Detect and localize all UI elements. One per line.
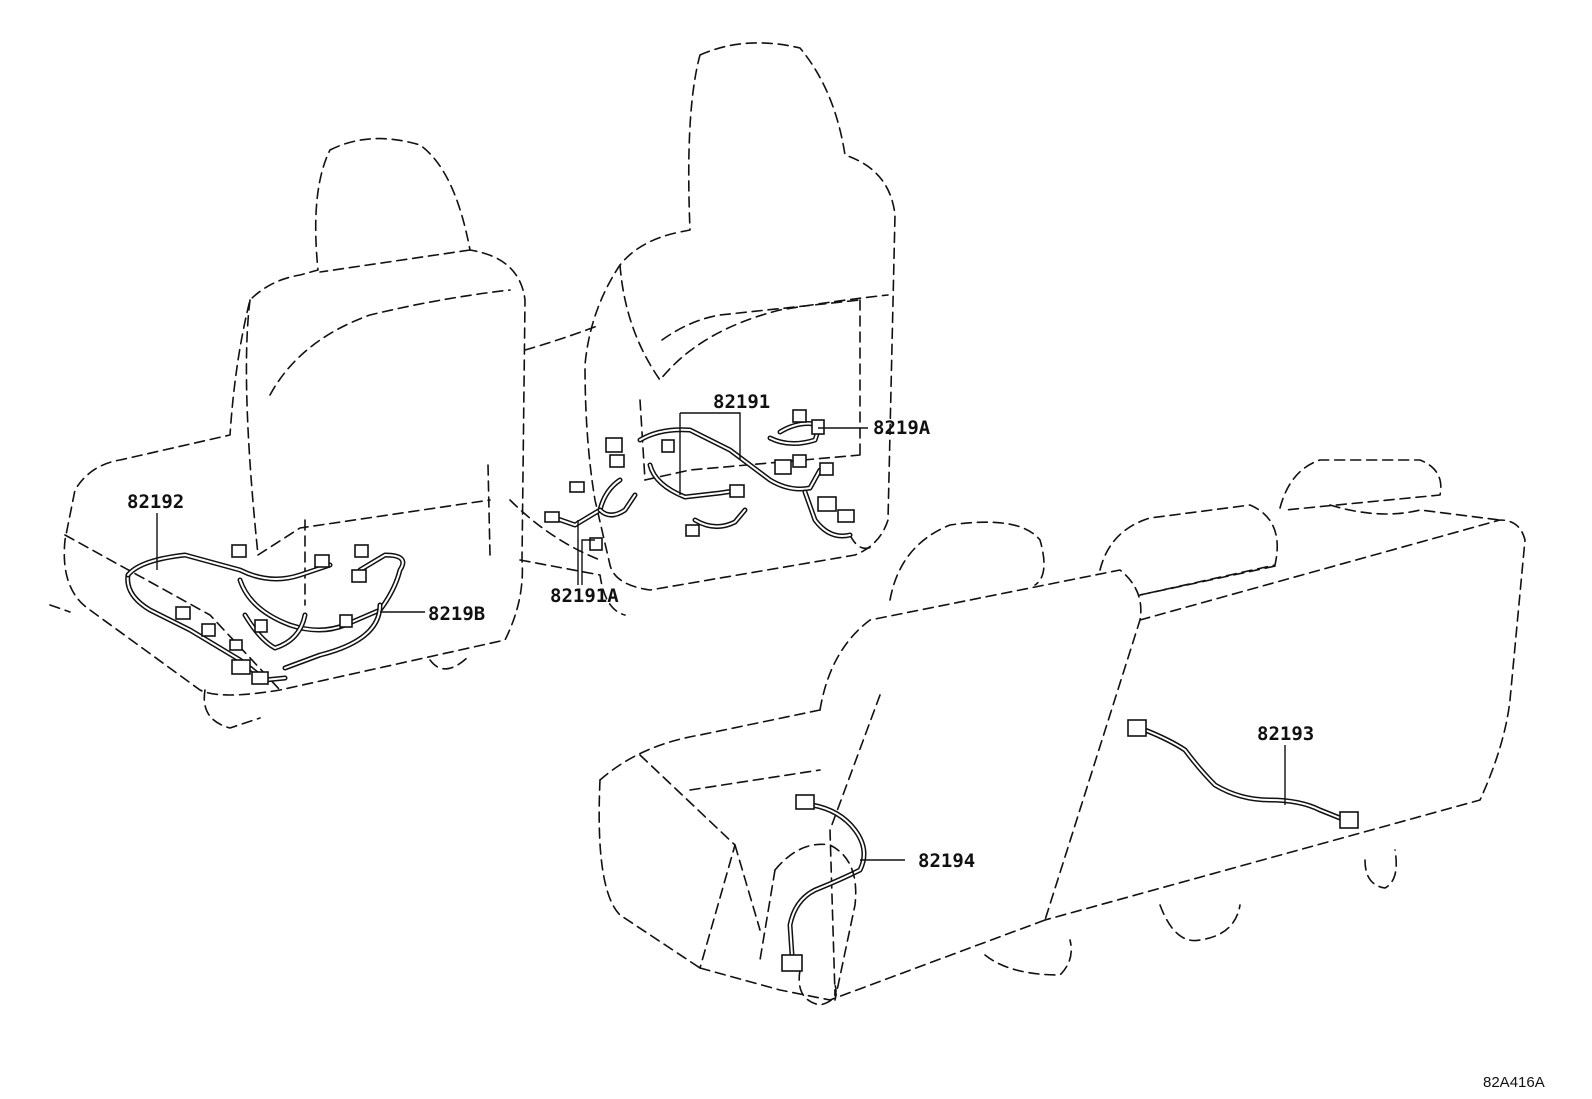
rear-bench-seat [598, 459, 1526, 1006]
right-front-seat [509, 42, 896, 616]
label-82193: 82193 [1257, 723, 1314, 745]
leader-lines [156, 412, 1286, 861]
label-8219B: 8219B [428, 603, 485, 625]
label-82192: 82192 [127, 491, 184, 513]
harness-82192[interactable] [125, 544, 406, 685]
leader-82191 [679, 412, 741, 495]
label-82191A: 82191A [550, 585, 619, 607]
label-82194: 82194 [918, 850, 975, 872]
left-front-seat [49, 137, 526, 729]
label-82191: 82191 [713, 391, 770, 413]
leader-82191A [577, 520, 595, 585]
part-labels: 82192 8219B 82191 8219A 82191A 82193 821… [127, 391, 1545, 1091]
harness-82191[interactable] [544, 409, 855, 551]
diagram-code: 82A416A [1483, 1074, 1545, 1091]
harness-82194[interactable] [759, 794, 867, 1001]
label-8219A: 8219A [873, 417, 931, 439]
harness-82193[interactable] [1127, 719, 1359, 829]
